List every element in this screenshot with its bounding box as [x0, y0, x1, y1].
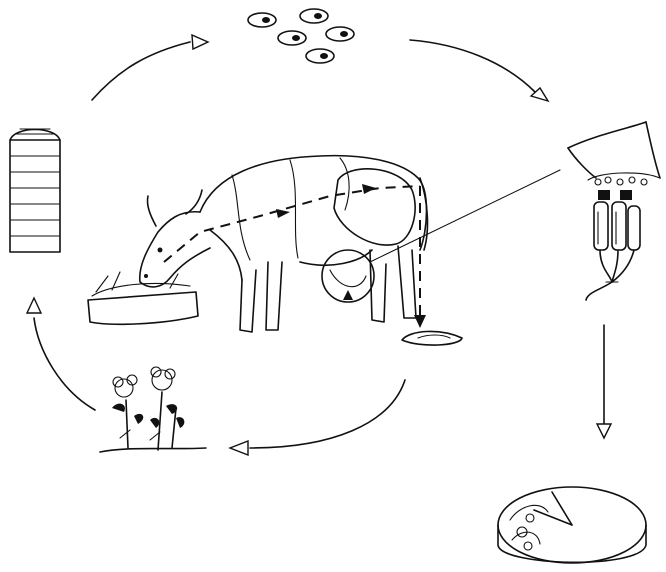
cheese-wheel-icon [497, 486, 647, 564]
silo-icon [9, 128, 61, 253]
bacteria-cells-icon [247, 8, 355, 64]
arrow-silo-to-bacteria [91, 33, 210, 101]
udder-milking-icon [567, 121, 661, 301]
clover-plants-icon [99, 366, 207, 453]
arrow-clover-to-silo [25, 296, 96, 411]
cow-eating-icon [87, 154, 561, 346]
arrow-udder-to-cheese [595, 324, 613, 440]
arrow-cow-to-clover [228, 379, 406, 457]
arrow-bacteria-to-udder [409, 39, 550, 103]
